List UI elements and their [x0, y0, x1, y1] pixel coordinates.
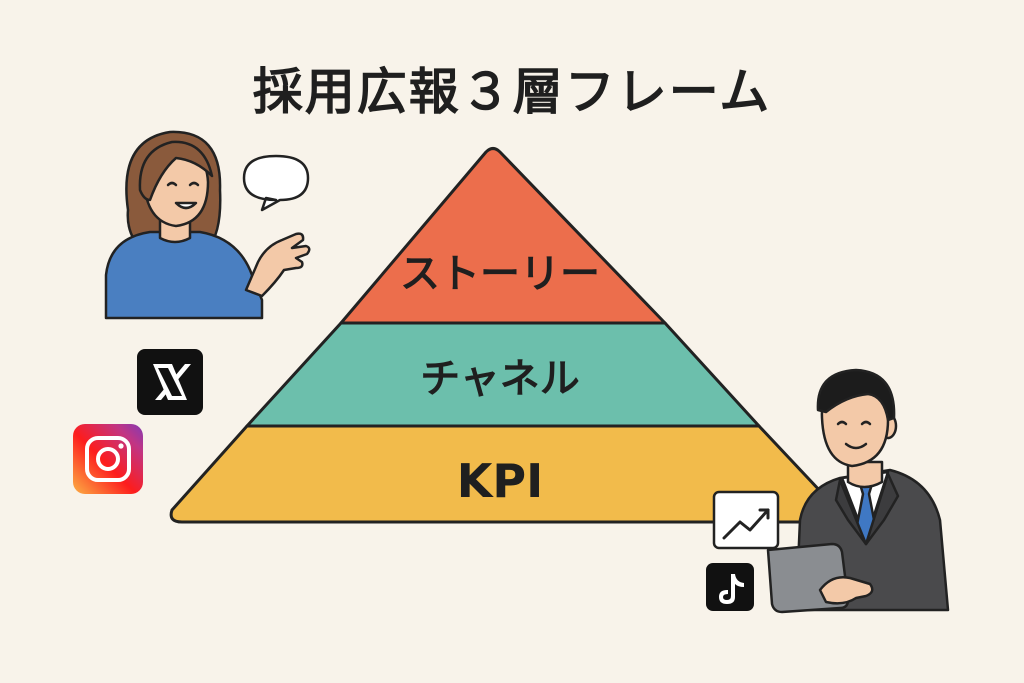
pyramid: ストーリー チャネル KPI: [169, 147, 841, 524]
instagram-icon: [73, 424, 143, 494]
man-illustration: [766, 368, 950, 614]
tiktok-icon: [706, 563, 754, 611]
woman-illustration: [104, 130, 311, 320]
tier-label-kpi: KPI: [457, 454, 543, 508]
tier-label-story: ストーリー: [400, 251, 600, 297]
pyramid-tier-story: [339, 147, 667, 325]
diagram-title: 採用広報３層フレーム: [252, 63, 772, 121]
x-logo-icon: [137, 349, 203, 415]
speech-bubble-icon: [242, 154, 310, 212]
growth-chart-icon: [712, 490, 780, 550]
tier-label-channel: チャネル: [420, 356, 580, 402]
